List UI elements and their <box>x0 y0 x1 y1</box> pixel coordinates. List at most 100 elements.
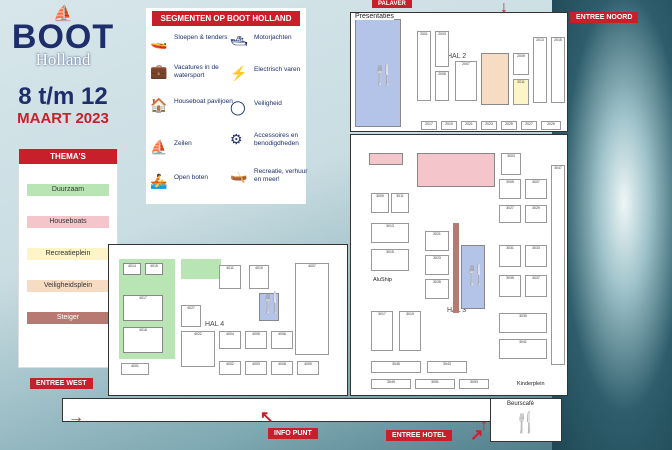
briefcase-icon: 💼 <box>150 63 168 79</box>
segment-motorjachten: 🛥Motorjachten <box>230 33 292 49</box>
stand-4010[interactable]: 4010 <box>249 265 269 289</box>
arrow-down-icon: ↓ <box>500 0 508 16</box>
stand-3053[interactable]: 3053 <box>459 379 489 389</box>
stand-2013[interactable]: 2013 <box>533 37 547 103</box>
stand-3051[interactable]: 3051 <box>415 379 455 389</box>
hall-3-floor: HAL 3 3003 3005 3007 🍴 AluShip 3009 3011… <box>350 134 568 396</box>
stand-2007[interactable]: 2007 <box>455 61 477 101</box>
themes-legend: THEMA'S Duurzaam Houseboats Recreatieple… <box>18 148 118 368</box>
theme-recreatieplein: Recreatieplein <box>27 248 109 260</box>
canoe-icon: 🛶 <box>230 167 248 183</box>
stand-4027[interactable]: 4027 <box>181 305 201 327</box>
event-dates: 8 t/m 12 MAART 2023 <box>10 84 116 128</box>
stand-3029[interactable]: 3029 <box>525 205 547 223</box>
stand-3003[interactable]: 3003 <box>501 153 521 175</box>
info-point[interactable]: INFO PUNT <box>268 428 318 439</box>
stand-3027[interactable]: 3027 <box>499 205 521 223</box>
stand-3037[interactable]: 3037 <box>525 275 547 297</box>
stand-3049[interactable]: 3049 <box>371 379 411 389</box>
houseboat-icon: 🏠 <box>150 97 168 113</box>
hall-4-floor: HAL 4 4014 4015 4017 4018 4027 4022 4011… <box>108 244 348 396</box>
stand-4015[interactable]: 4015 <box>145 263 163 275</box>
segment-zeilen: ⛵Zeilen <box>150 139 192 155</box>
restaurant-icon-hall3: 🍴 <box>463 264 488 286</box>
stand-4004[interactable]: 4004 <box>219 331 241 349</box>
stand-3019[interactable]: 3019 <box>399 311 421 351</box>
stand-3025[interactable]: 3025 <box>425 279 449 299</box>
stand-4006[interactable]: 4006 <box>271 331 293 349</box>
stand-2021[interactable]: 2021 <box>461 121 477 130</box>
boat-logo-icon: ⛵ <box>53 6 73 23</box>
restaurant-icon-hall4: 🍴 <box>259 292 284 314</box>
stand-4007[interactable]: 4007 <box>295 263 329 355</box>
stand-4001[interactable]: 4001 <box>121 363 149 375</box>
stand-2015[interactable]: 2015 <box>551 37 565 103</box>
stand-3021[interactable]: 3021 <box>425 231 449 251</box>
stand-2001[interactable]: 2001 <box>417 31 431 101</box>
entrance-west[interactable]: ENTREE WEST <box>30 378 93 389</box>
theme-duurzaam: Duurzaam <box>27 184 109 196</box>
date-range: 8 t/m 12 <box>18 83 108 110</box>
steiger-area <box>453 223 459 313</box>
stand-3007[interactable]: 3007 <box>525 179 547 199</box>
stand-3035[interactable]: 3035 <box>499 275 521 297</box>
stand-4002[interactable]: 4002 <box>219 361 241 375</box>
restaurant-icon: 🍴 <box>371 64 396 86</box>
themes-title: THEMA'S <box>19 149 117 164</box>
stand-3023[interactable]: 3023 <box>425 255 449 275</box>
stand-3015[interactable]: 3015 <box>371 249 409 271</box>
food-court-hall3 <box>461 245 485 309</box>
stand-2019[interactable]: 2019 <box>441 121 457 130</box>
stand-4009[interactable]: 4009 <box>297 361 319 375</box>
segment-open-boten: 🚣Open boten <box>150 173 208 189</box>
segment-veiligheid: ◯Veiligheid <box>230 99 282 115</box>
stand-2023[interactable]: 2023 <box>481 121 497 130</box>
date-month: MAART 2023 <box>17 110 109 127</box>
stand-3009[interactable]: 3009 <box>371 193 389 213</box>
segment-houseboat: 🏠Houseboat paviljoen <box>150 97 233 113</box>
stand-3013[interactable]: 3013 <box>371 223 409 243</box>
stand-3041[interactable]: 3041 <box>499 339 547 359</box>
stand-4011[interactable]: 4011 <box>219 265 241 289</box>
stand-4014[interactable]: 4014 <box>123 263 141 275</box>
entrance-hotel[interactable]: ENTREE HOTEL <box>386 430 453 441</box>
stand-2003[interactable]: 2003 <box>435 31 449 67</box>
stand-2009[interactable]: 2009 <box>513 53 529 75</box>
stand-4018[interactable]: 4018 <box>123 327 163 353</box>
houseboat-stand-a <box>369 153 403 165</box>
stand-3017[interactable]: 3017 <box>371 311 393 351</box>
stand-2029[interactable]: 2029 <box>541 121 561 130</box>
theme-veiligheidsplein: Veiligheidsplein <box>27 280 109 292</box>
stand-3011[interactable]: 3011 <box>391 193 409 213</box>
duurzaam-area-b <box>181 259 221 279</box>
theme-steiger: Steiger <box>27 312 109 324</box>
stand-4022[interactable]: 4022 <box>181 331 215 367</box>
kinderplein-label: Kinderplein <box>517 381 545 387</box>
stand-4003[interactable]: 4003 <box>245 361 267 375</box>
stand-3031[interactable]: 3031 <box>499 245 521 267</box>
logo: ⛵ BOOT Holland <box>8 6 118 69</box>
electric-boat-icon: ⚡ <box>230 65 248 81</box>
stand-3033[interactable]: 3033 <box>525 245 547 267</box>
stand-3047[interactable]: 3047 <box>551 165 565 365</box>
stand-2017[interactable]: 2017 <box>421 121 437 130</box>
stand-4005[interactable]: 4005 <box>245 331 267 349</box>
open-boat-icon: 🚣 <box>150 173 168 189</box>
stand-4017[interactable]: 4017 <box>123 295 163 321</box>
stand-3045[interactable]: 3045 <box>371 361 421 373</box>
stand-3043[interactable]: 3043 <box>427 361 467 373</box>
segment-sloepen: 🚤Sloepen & tenders <box>150 33 228 49</box>
stand-4008[interactable]: 4008 <box>271 361 293 375</box>
stand-3039[interactable]: 3039 <box>499 313 547 333</box>
entrance-north[interactable]: ENTREE NOORD <box>570 12 639 23</box>
stand-2011[interactable]: 2011 <box>513 79 529 105</box>
houseboat-pavilion <box>417 153 495 187</box>
presentaties-label: Presentaties <box>355 13 394 20</box>
stand-2027[interactable]: 2027 <box>521 121 537 130</box>
segments-legend: SEGMENTEN OP BOOT HOLLAND 🚤Sloepen & ten… <box>146 8 307 204</box>
arrow-right-icon: → <box>68 409 84 426</box>
stand-3005[interactable]: 3005 <box>499 179 521 199</box>
corridor-south <box>62 398 562 422</box>
stand-2005[interactable]: 2005 <box>435 71 449 101</box>
stand-2025[interactable]: 2025 <box>501 121 517 130</box>
